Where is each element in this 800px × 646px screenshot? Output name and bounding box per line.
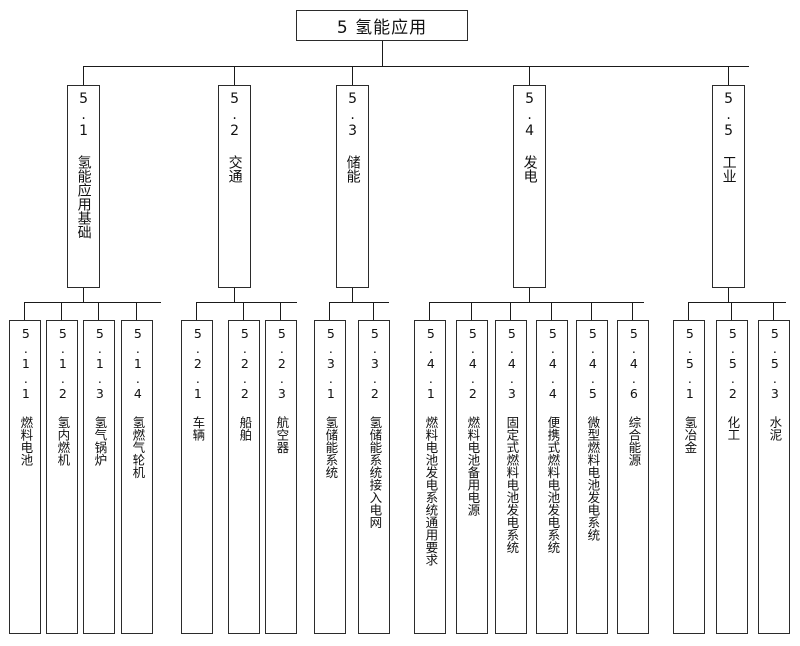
- node-level3-3[interactable]: 5.1.3 氢气锅炉: [83, 320, 115, 634]
- level3-drop-12: [510, 302, 511, 320]
- node-level3-4-label: 5.1.4 氢燃气轮机: [130, 326, 146, 479]
- level3-drop-17: [731, 302, 732, 320]
- level3-drop-10: [429, 302, 430, 320]
- node-level3-5[interactable]: 5.2.1 车辆: [181, 320, 213, 634]
- level2-drop-3: [352, 66, 353, 85]
- node-level3-4[interactable]: 5.1.4 氢燃气轮机: [121, 320, 153, 634]
- node-level2-2[interactable]: 5.2 交通: [218, 85, 251, 288]
- node-level3-14-label: 5.4.5 微型燃料电池发电系统: [585, 326, 601, 541]
- node-level3-7[interactable]: 5.2.3 航空器: [265, 320, 297, 634]
- node-level3-16-label: 5.5.1 氢冶金: [682, 326, 698, 454]
- node-level3-11[interactable]: 5.4.2 燃料电池备用电源: [456, 320, 488, 634]
- level2-stem-2: [234, 288, 235, 302]
- level3-drop-15: [632, 302, 633, 320]
- node-level2-1[interactable]: 5.1 氢能应用基础: [67, 85, 100, 288]
- level2-stem-1: [83, 288, 84, 302]
- level3-drop-5: [196, 302, 197, 320]
- node-root[interactable]: 5 氢能应用: [296, 10, 468, 41]
- node-level3-15-label: 5.4.6 综合能源: [626, 326, 642, 466]
- node-level3-1[interactable]: 5.1.1 燃料电池: [9, 320, 41, 634]
- level2-stem-3: [352, 288, 353, 302]
- level3-drop-11: [471, 302, 472, 320]
- node-level3-15[interactable]: 5.4.6 综合能源: [617, 320, 649, 634]
- level3-bus-2: [196, 302, 297, 303]
- node-level3-14[interactable]: 5.4.5 微型燃料电池发电系统: [576, 320, 608, 634]
- level3-drop-1: [24, 302, 25, 320]
- node-level2-5-label: 5.5 工业: [720, 91, 737, 183]
- level2-stem-5: [728, 288, 729, 302]
- level3-drop-4: [136, 302, 137, 320]
- node-level2-5[interactable]: 5.5 工业: [712, 85, 745, 288]
- node-level2-2-label: 5.2 交通: [226, 91, 243, 183]
- level3-drop-13: [551, 302, 552, 320]
- level3-drop-9: [373, 302, 374, 320]
- level3-drop-18: [773, 302, 774, 320]
- top-bus: [83, 66, 749, 67]
- node-level3-5-label: 5.2.1 车辆: [190, 326, 206, 441]
- level3-drop-6: [243, 302, 244, 320]
- level2-drop-1: [83, 66, 84, 85]
- node-level3-13-label: 5.4.4 便携式燃料电池发电系统: [545, 326, 561, 554]
- root-stem: [382, 41, 383, 66]
- level3-drop-3: [98, 302, 99, 320]
- node-level2-3-label: 5.3 储能: [344, 91, 361, 183]
- node-level3-10-label: 5.4.1 燃料电池发电系统通用要求: [423, 326, 439, 566]
- node-level3-8[interactable]: 5.3.1 氢储能系统: [314, 320, 346, 634]
- level3-drop-8: [329, 302, 330, 320]
- node-level3-18-label: 5.5.3 水泥: [767, 326, 783, 441]
- node-level3-9[interactable]: 5.3.2 氢储能系统接入电网: [358, 320, 390, 634]
- level2-drop-5: [728, 66, 729, 85]
- node-level3-10[interactable]: 5.4.1 燃料电池发电系统通用要求: [414, 320, 446, 634]
- node-level3-12[interactable]: 5.4.3 固定式燃料电池发电系统: [495, 320, 527, 634]
- node-level3-2-label: 5.1.2 氢内燃机: [55, 326, 71, 466]
- node-level3-13[interactable]: 5.4.4 便携式燃料电池发电系统: [536, 320, 568, 634]
- node-level3-6-label: 5.2.2 船舶: [237, 326, 253, 441]
- level3-bus-5: [688, 302, 786, 303]
- level3-bus-1: [24, 302, 161, 303]
- node-level2-4-label: 5.4 发电: [521, 91, 538, 183]
- node-level3-2[interactable]: 5.1.2 氢内燃机: [46, 320, 78, 634]
- node-level3-17-label: 5.5.2 化工: [725, 326, 741, 441]
- level3-drop-7: [280, 302, 281, 320]
- level2-drop-4: [529, 66, 530, 85]
- node-level3-11-label: 5.4.2 燃料电池备用电源: [465, 326, 481, 516]
- node-level3-18[interactable]: 5.5.3 水泥: [758, 320, 790, 634]
- node-level3-12-label: 5.4.3 固定式燃料电池发电系统: [504, 326, 520, 554]
- node-level3-8-label: 5.3.1 氢储能系统: [323, 326, 339, 479]
- node-root-label: 5 氢能应用: [336, 18, 428, 38]
- node-level3-3-label: 5.1.3 氢气锅炉: [92, 326, 108, 466]
- level3-drop-2: [61, 302, 62, 320]
- node-level3-17[interactable]: 5.5.2 化工: [716, 320, 748, 634]
- node-level3-9-label: 5.3.2 氢储能系统接入电网: [367, 326, 383, 529]
- level3-drop-16: [688, 302, 689, 320]
- level3-drop-14: [591, 302, 592, 320]
- node-level3-7-label: 5.2.3 航空器: [274, 326, 290, 454]
- level2-drop-2: [234, 66, 235, 85]
- node-level3-6[interactable]: 5.2.2 船舶: [228, 320, 260, 634]
- node-level3-1-label: 5.1.1 燃料电池: [18, 326, 34, 466]
- node-level2-1-label: 5.1 氢能应用基础: [75, 91, 92, 239]
- node-level2-4[interactable]: 5.4 发电: [513, 85, 546, 288]
- node-level2-3[interactable]: 5.3 储能: [336, 85, 369, 288]
- level3-bus-4: [429, 302, 644, 303]
- level3-bus-3: [329, 302, 389, 303]
- level2-stem-4: [529, 288, 530, 302]
- node-level3-16[interactable]: 5.5.1 氢冶金: [673, 320, 705, 634]
